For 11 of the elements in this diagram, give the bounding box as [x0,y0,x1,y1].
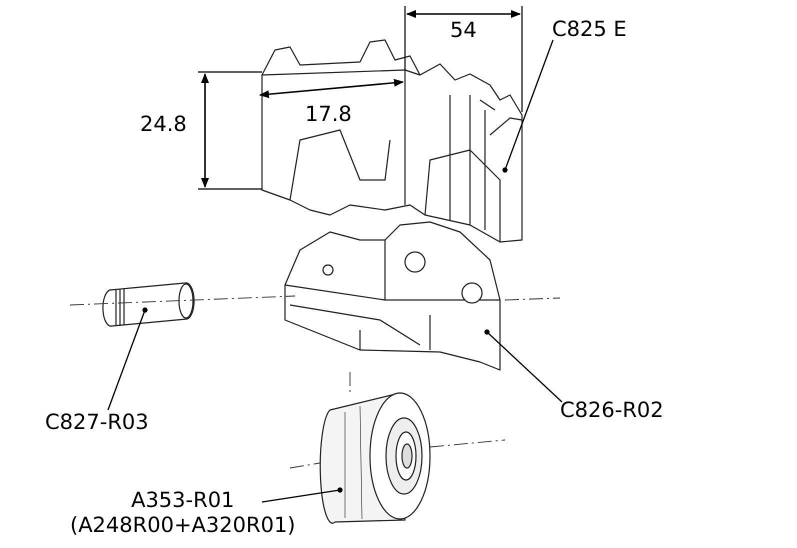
dimension-value: 17.8 [305,102,352,127]
part-label: C826-R02 [560,398,664,423]
part-label: A353-R01 (A248R00+A320R01) [70,488,296,538]
dimension-value: 24.8 [140,112,187,137]
leader-line [262,487,343,503]
leader-line [484,329,562,402]
leader-line [502,40,554,173]
part-label: C827-R03 [45,410,149,435]
leader-line [107,307,148,410]
part-label: C825 E [552,17,627,42]
dimension-value: 54 [450,18,477,43]
